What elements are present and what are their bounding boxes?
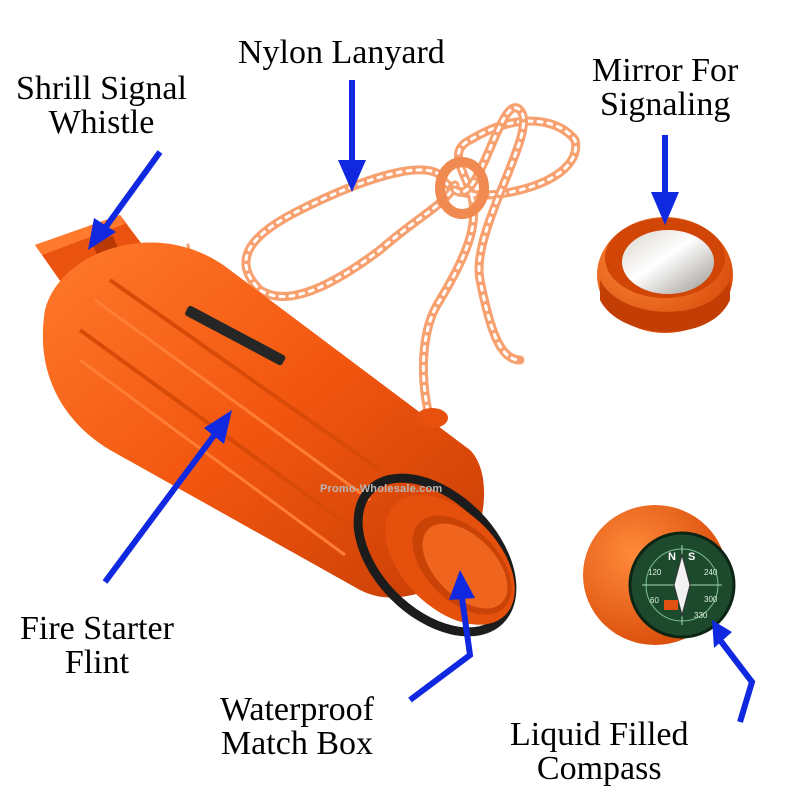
- mirror-cap: [597, 217, 733, 333]
- nylon-lanyard: [174, 103, 581, 425]
- matchbox-arrow: [408, 597, 474, 703]
- label-whistle-line-2: Whistle: [48, 104, 155, 141]
- label-matchbox: Waterproof Match Box: [220, 693, 374, 761]
- label-flint-line-1: Fire Starter: [20, 610, 174, 647]
- match-case-body: [35, 215, 517, 637]
- label-whistle-line-1: Shrill Signal: [16, 70, 187, 107]
- label-lanyard: Nylon Lanyard: [238, 36, 445, 70]
- label-matchbox-line-2: Match Box: [220, 725, 373, 762]
- label-compass-line-1: Liquid Filled: [510, 716, 689, 753]
- label-lanyard-line-1: Nylon Lanyard: [238, 34, 445, 71]
- compass-cap: [583, 505, 736, 645]
- label-flint-line-2: Flint: [64, 644, 130, 681]
- flint-arrow: [102, 428, 221, 584]
- whistle-arrow: [97, 150, 163, 237]
- label-matchbox-line-1: Waterproof: [220, 691, 374, 728]
- compass-arrow: [717, 638, 756, 723]
- label-compass-line-2: Compass: [536, 750, 662, 787]
- label-flint: Fire Starter Flint: [20, 612, 174, 680]
- label-mirror: Mirror For Signaling: [592, 54, 738, 122]
- pointer-arrows: [88, 80, 756, 723]
- label-compass: Liquid Filled Compass: [510, 718, 689, 786]
- label-mirror-line-1: Mirror For: [592, 52, 739, 89]
- label-mirror-line-2: Signaling: [600, 86, 731, 123]
- label-whistle: Shrill Signal Whistle: [16, 72, 187, 140]
- watermark: Promo-Wholesale.com: [320, 483, 443, 495]
